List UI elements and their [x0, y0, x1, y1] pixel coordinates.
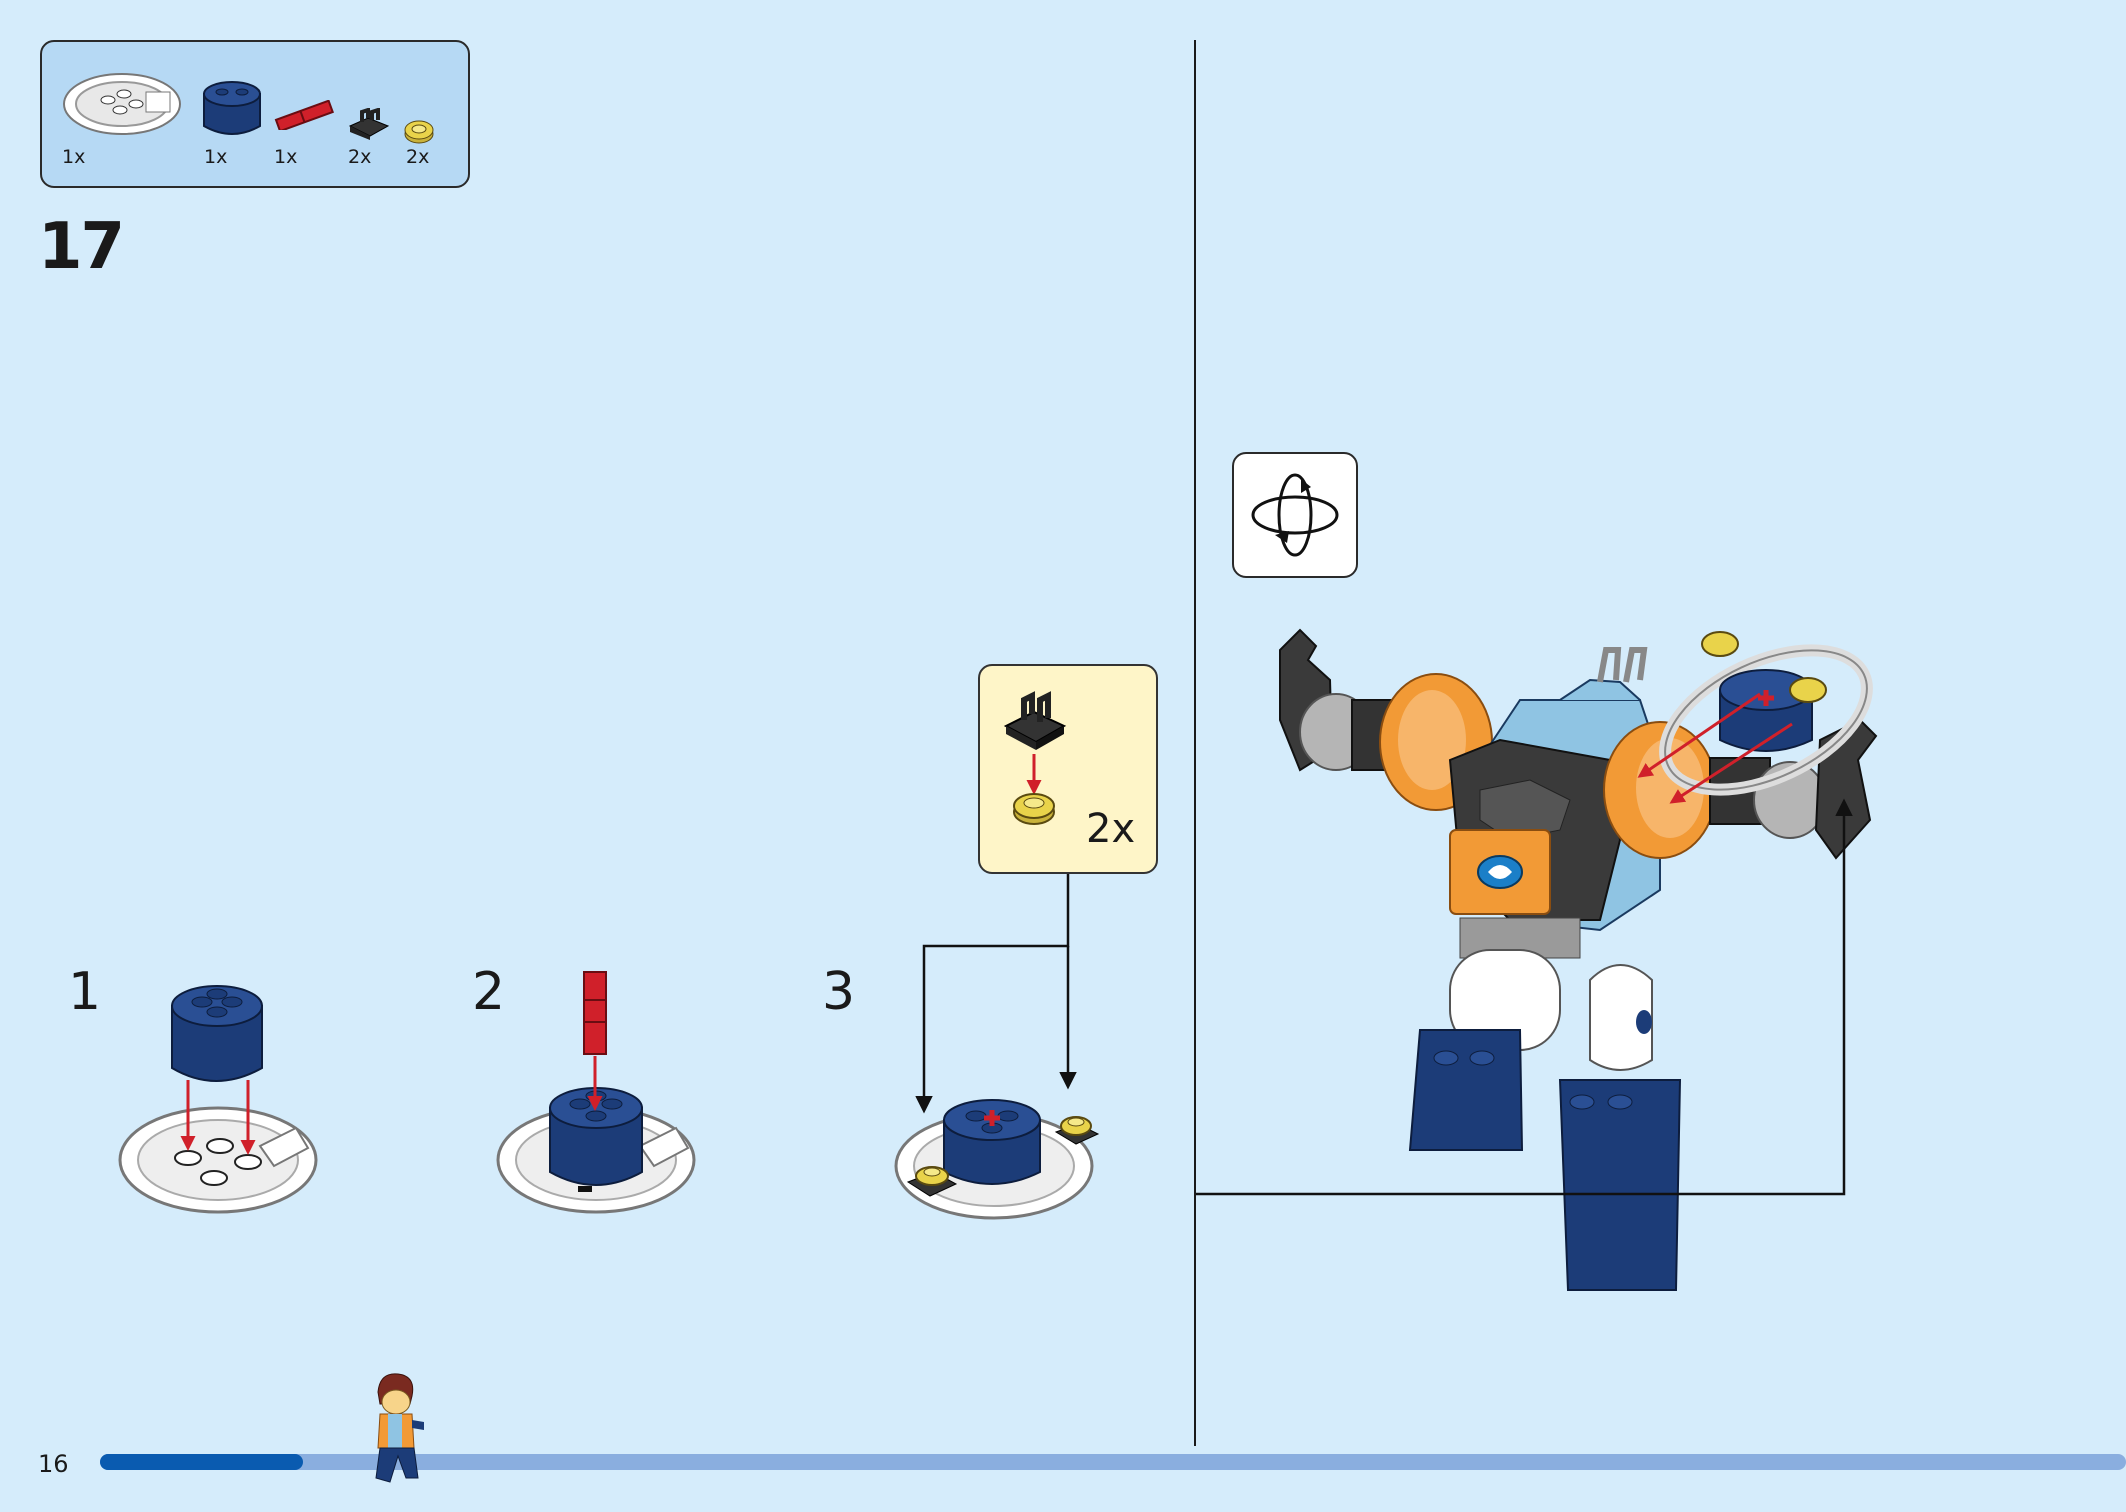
callout-qty: 2x: [1086, 806, 1136, 852]
part-qty: 1x: [274, 146, 298, 168]
part-qty: 1x: [204, 146, 228, 168]
rotate-model-box: [1232, 452, 1358, 578]
part-qty: 2x: [348, 146, 372, 168]
rotation-pointer-line: [1196, 798, 1853, 1196]
part-qty: 1x: [62, 146, 86, 168]
substep-2-illustration: [496, 971, 696, 1214]
minifigure-progress-marker: [375, 1373, 424, 1483]
round-brick-2x2-dark-blue-icon: [203, 81, 261, 135]
callout-subassembly: 2x: [978, 664, 1158, 874]
progress-track: [100, 1454, 2126, 1470]
step-number: 17: [38, 210, 125, 284]
substep-3-illustration: [894, 1099, 1100, 1220]
steering-wheel-ring-icon: [63, 73, 181, 135]
substep-number: 2: [472, 962, 506, 1022]
parts-list-box: 1x 1x 1x 2x 2x: [40, 40, 470, 188]
substep-number: 1: [68, 962, 102, 1022]
substep-number: 3: [822, 962, 856, 1022]
rotate-model-icon: [1251, 473, 1339, 557]
page-number: 16: [38, 1450, 69, 1478]
progress-fill: [100, 1454, 303, 1470]
callout-subassembly-illustration: [1003, 691, 1067, 825]
round-plate-yellow-icon: [404, 120, 434, 144]
column-divider: [1194, 40, 1196, 1446]
red-axle-connector-icon: [274, 100, 334, 130]
clip-plate-black-icon: [348, 108, 390, 140]
substep-1-illustration: [118, 985, 318, 1214]
robot-model-illustration: [1279, 628, 1878, 1291]
callout-pointer-lines: [915, 874, 1077, 1114]
part-qty: 2x: [406, 146, 430, 168]
